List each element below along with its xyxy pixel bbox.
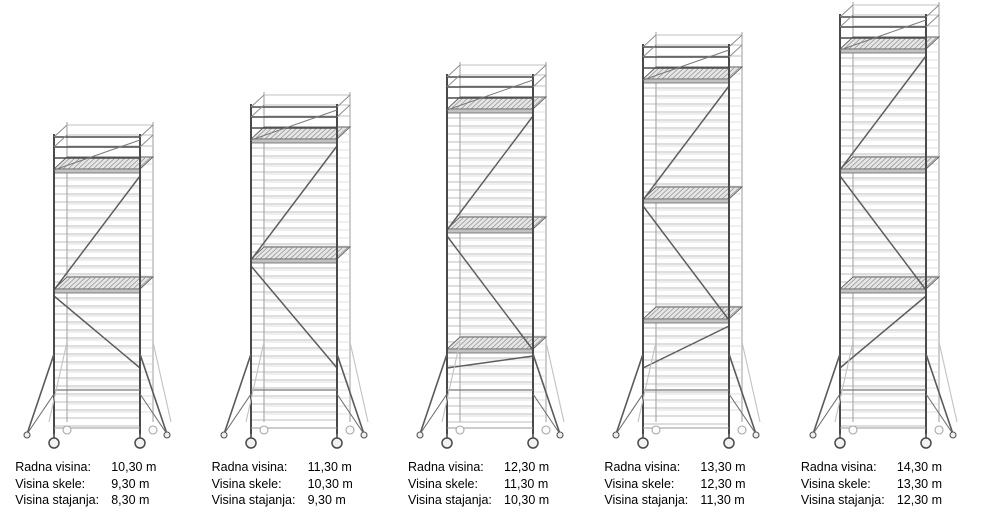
spec-label-visina-skele: Visina skele: — [211, 476, 282, 491]
tower-column-2: Radna visina: 11,30 m Visina skele: 10,30 … — [202, 0, 398, 524]
scaffold-figure — [608, 0, 778, 454]
spec-table: Radna visina: 11,30 m Visina skele: 10,30 … — [212, 459, 390, 509]
spec-table: Radna visina: 13,30 m Visina skele: 12,30 … — [604, 459, 782, 509]
spec-row: Visina skele: 12,30 m — [604, 476, 782, 493]
spec-label-radna-visina: Radna visina: — [408, 460, 484, 474]
spec-value-visina-stajanja: 12,30 m — [896, 493, 942, 507]
scaffold-figure — [216, 0, 386, 454]
spec-label-visina-skele: Visina skele: — [604, 476, 675, 491]
spec-value-radna-visina: 10,30 m — [111, 460, 157, 474]
spec-row: Visina skele: 10,30 m — [212, 476, 390, 493]
spec-row: Visina skele: 9,30 m — [15, 476, 193, 493]
spec-table: Radna visina: 10,30 m Visina skele: 9,30 m… — [15, 459, 193, 509]
spec-label-radna-visina: Radna visina: — [604, 460, 681, 474]
spec-label-radna-visina: Radna visina: — [15, 460, 91, 474]
spec-label-visina-stajanja: Visina stajanja: — [604, 493, 689, 507]
scaffold-figure — [19, 0, 189, 454]
spec-value-radna-visina: 12,30 m — [504, 460, 550, 474]
spec-label-visina-skele: Visina skele: — [408, 476, 478, 491]
spec-row: Visina stajanja: 10,30 m — [408, 492, 586, 509]
scaffold-tower-illustration — [809, 2, 958, 449]
spec-value-visina-stajanja: 11,30 m — [700, 493, 745, 507]
spec-row: Visina skele: 13,30 m — [801, 476, 979, 493]
spec-label-visina-stajanja: Visina stajanja: — [800, 493, 885, 507]
spec-label-radna-visina: Radna visina: — [211, 460, 288, 474]
tower-column-4: Radna visina: 13,30 m Visina skele: 12,30 … — [595, 0, 791, 524]
spec-value-radna-visina: 11,30 m — [307, 460, 352, 474]
spec-label-radna-visina: Radna visina: — [800, 460, 877, 474]
spec-value-visina-stajanja: 9,30 m — [307, 493, 346, 507]
spec-value-visina-skele: 12,30 m — [700, 476, 746, 491]
spec-value-visina-skele: 13,30 m — [896, 476, 942, 491]
tower-column-3: Radna visina: 12,30 m Visina skele: 11,30 … — [399, 0, 595, 524]
spec-row: Visina stajanja: 11,30 m — [604, 492, 782, 509]
spec-label-visina-skele: Visina skele: — [15, 476, 86, 491]
spec-row: Visina skele: 11,30 m — [408, 476, 586, 493]
scaffold-figure — [412, 0, 582, 454]
spec-row: Radna visina: 11,30 m — [212, 459, 390, 476]
tower-column-1: Radna visina: 10,30 m Visina skele: 9,30 m… — [6, 0, 202, 524]
scaffold-tower-illustration — [612, 32, 761, 449]
spec-table: Radna visina: 14,30 m Visina skele: 13,30 … — [801, 459, 979, 509]
spec-row: Radna visina: 14,30 m — [801, 459, 979, 476]
spec-value-visina-stajanja: 8,30 m — [111, 493, 150, 507]
spec-value-radna-visina: 13,30 m — [700, 460, 746, 474]
spec-value-visina-skele: 11,30 m — [504, 476, 549, 491]
spec-row: Radna visina: 10,30 m — [15, 459, 193, 476]
spec-row: Visina stajanja: 9,30 m — [212, 492, 390, 509]
spec-row: Radna visina: 13,30 m — [604, 459, 782, 476]
spec-label-visina-skele: Visina skele: — [800, 476, 871, 491]
spec-value-visina-stajanja: 10,30 m — [504, 493, 550, 507]
scaffold-tower-illustration — [23, 122, 172, 449]
spec-row: Visina stajanja: 8,30 m — [15, 492, 193, 509]
spec-value-visina-skele: 10,30 m — [307, 476, 353, 491]
spec-value-visina-skele: 9,30 m — [111, 476, 150, 491]
scaffold-figure — [805, 0, 975, 454]
spec-label-visina-stajanja: Visina stajanja: — [211, 493, 296, 507]
tower-column-5: Radna visina: 14,30 m Visina skele: 13,30 … — [792, 0, 988, 524]
spec-label-visina-stajanja: Visina stajanja: — [408, 493, 492, 507]
spec-label-visina-stajanja: Visina stajanja: — [15, 493, 100, 507]
spec-value-radna-visina: 14,30 m — [896, 460, 942, 474]
spec-table: Radna visina: 12,30 m Visina skele: 11,30 … — [408, 459, 586, 509]
spec-row: Radna visina: 12,30 m — [408, 459, 586, 476]
scaffold-tower-illustration — [220, 92, 369, 449]
scaffold-tower-illustration — [416, 62, 565, 449]
spec-row: Visina stajanja: 12,30 m — [801, 492, 979, 509]
